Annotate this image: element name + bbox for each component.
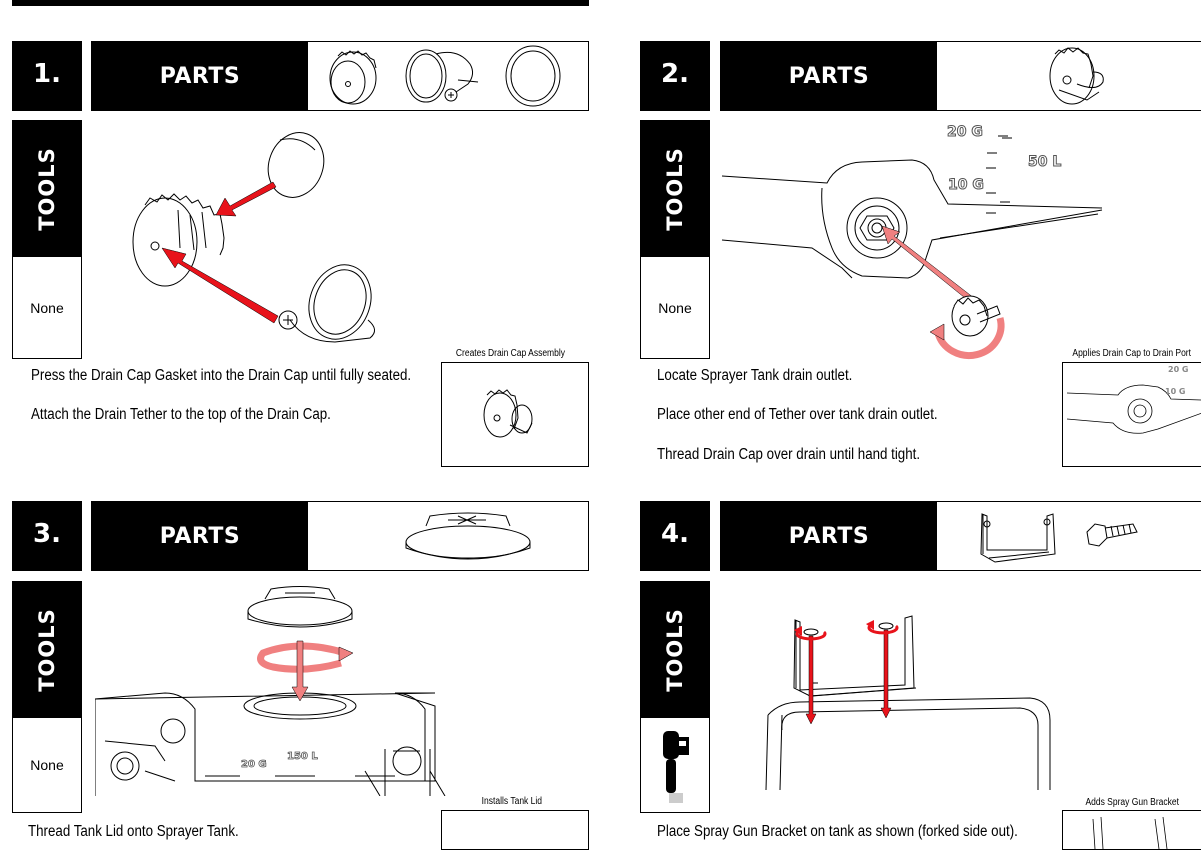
wrench-tool-icon [663,731,689,803]
step-4-illustration [720,590,1060,790]
step-2-instruction-1: Locate Sprayer Tank drain outlet. [657,367,853,384]
arrow-bolt-1 [805,635,817,725]
step-3-result-box [441,810,589,850]
tank-markings: 20 G 150 L [241,751,319,771]
step-4-tools-box: TOOLS [640,581,710,813]
step-1-illustration [90,120,589,360]
svg-text:150 L: 150 L [287,751,318,762]
step-1-parts-label: PARTS [92,42,308,110]
tether-icon [405,49,479,103]
gasket-icon [505,45,561,107]
rotation-arrow-icon [257,642,354,673]
step-2-number: 2. [640,41,710,111]
svg-text:20 G: 20 G [947,124,983,140]
step-1-tools-value: None [30,299,64,316]
drain-cap-icon [1049,47,1104,105]
svg-text:50 L: 50 L [1028,154,1061,170]
svg-text:10 G: 10 G [948,177,984,193]
step-4-tools-value [641,718,709,812]
step-3-number: 3. [12,501,82,571]
step-1-result-box [441,362,589,467]
step-2-parts-bar: PARTS [720,41,1201,111]
arrow-tether-to-cap [161,247,279,324]
step-3-parts-art [308,502,588,570]
top-rule [12,0,589,6]
svg-text:20 G: 20 G [1168,365,1188,374]
bolt-icon [1086,523,1138,547]
step-1-instruction-1: Press the Drain Cap Gasket into the Drai… [31,367,412,384]
step-3-instruction-1: Thread Tank Lid onto Sprayer Tank. [28,823,239,840]
arrow-bolt-2 [880,629,892,719]
step-3-tools-header: TOOLS [13,582,81,718]
step-3-parts-bar: PARTS [91,501,589,571]
step-3-tools-value: None [30,757,64,773]
step-1-parts-bar: PARTS [91,41,589,111]
svg-text:10 G: 10 G [1165,387,1185,396]
step-2-result-caption: Applies Drain Cap to Drain Port [1072,348,1191,359]
arrow-cap-to-outlet [881,225,975,303]
svg-text:20 G: 20 G [241,759,267,770]
arrow-gasket-to-cap [215,181,277,217]
step-3-illustration: 20 G 150 L [95,581,590,796]
step-2-instruction-3: Thread Drain Cap over drain until hand t… [657,446,921,463]
bracket-icon [980,513,1056,563]
step-2-tools-header: TOOLS [641,121,709,257]
step-2-instruction-2: Place other end of Tether over tank drai… [657,406,938,423]
step-4-parts-bar: PARTS [720,501,1201,571]
step-2-tools-box: TOOLS None [640,120,710,359]
step-4-number: 4. [640,501,710,571]
step-4-parts-label: PARTS [721,502,937,570]
step-1-instruction-2: Attach the Drain Tether to the top of th… [31,406,331,423]
tank-lid-icon [405,512,531,560]
step-2-result-box: 20 G 10 G [1062,362,1201,467]
step-1-result-caption: Creates Drain Cap Assembly [455,348,565,359]
step-2-parts-label: PARTS [721,42,937,110]
step-2-parts-art [937,42,1201,110]
step-3-parts-label: PARTS [92,502,308,570]
drain-cap-icon [329,50,377,105]
step-2-illustration: 20 G 50 L 10 G [712,118,1201,363]
rotation-arrow-icon [794,620,899,641]
step-1-tools-header: TOOLS [13,121,81,257]
step-1-number: 1. [12,41,82,111]
step-4-tools-header: TOOLS [641,582,709,718]
step-4-result-box [1062,810,1201,850]
step-4-result-caption: Adds Spray Gun Bracket [1085,797,1179,808]
step-3-result-caption: Installs Tank Lid [481,796,542,807]
step-4-parts-art [937,502,1201,570]
rotation-arrow-icon [929,317,1005,359]
step-1-tools-box: TOOLS None [12,120,82,359]
tank-markings: 20 G 50 L 10 G [947,124,1062,194]
step-2-tools-value: None [658,299,692,316]
step-3-tools-box: TOOLS None [12,581,82,813]
step-4-instruction-1: Place Spray Gun Bracket on tank as shown… [657,823,1018,840]
step-1-parts-art [308,42,588,110]
arrow-lid-down [291,640,309,702]
